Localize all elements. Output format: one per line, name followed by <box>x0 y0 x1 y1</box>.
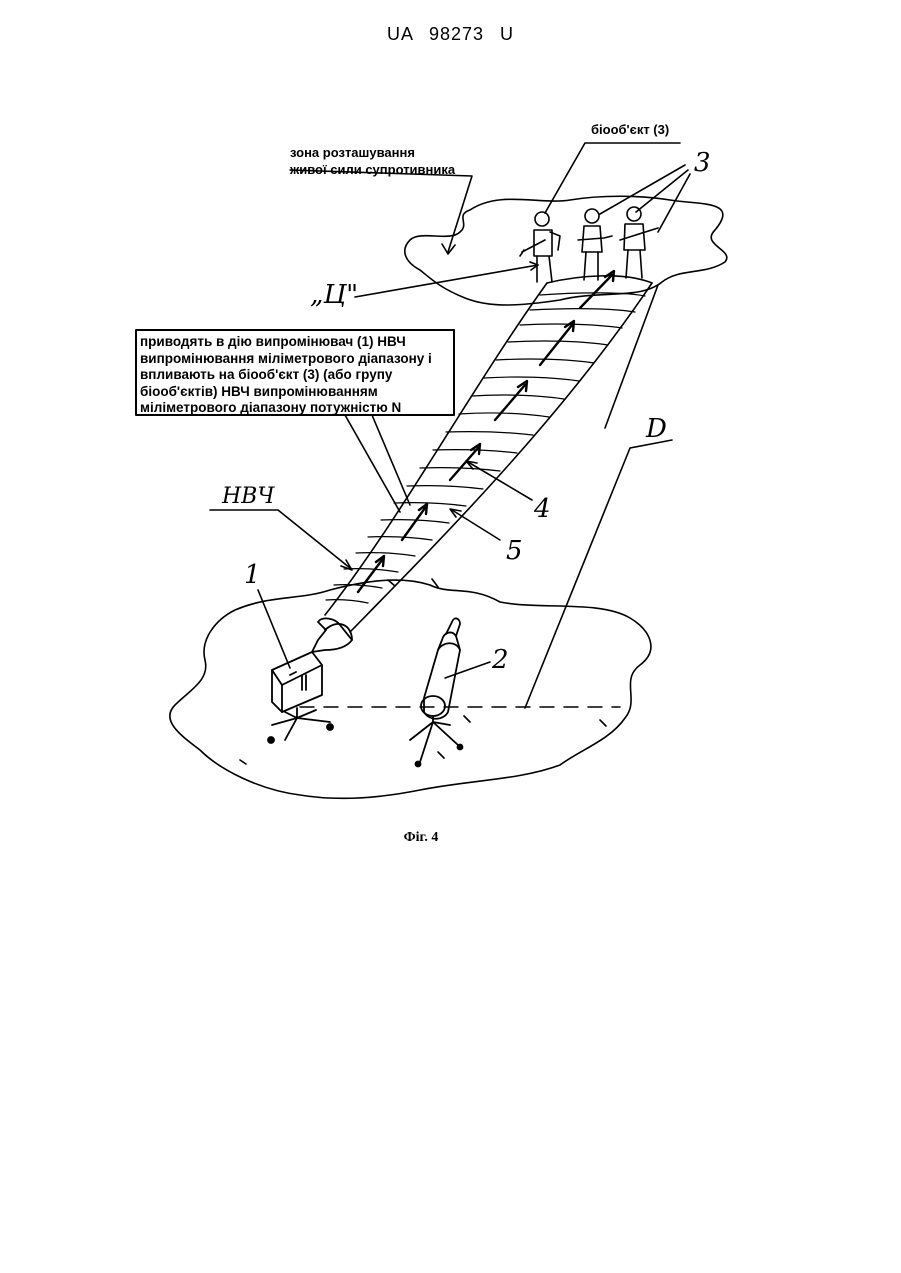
bioobject-leader-line <box>545 143 680 213</box>
hf-leader-line <box>210 510 350 568</box>
receiver-device <box>410 618 463 766</box>
target-ellipse <box>547 276 652 283</box>
num5-leader-line <box>452 510 500 540</box>
callout-leader-lines <box>345 415 410 512</box>
zone-leader-line <box>290 170 472 252</box>
zone-label-line1: зона розташування <box>290 144 455 161</box>
num1-leader-line <box>258 590 290 668</box>
hf-label: НВЧ <box>222 484 274 509</box>
number-1-label: 1 <box>244 560 261 590</box>
enemy-zone-outline <box>405 196 727 305</box>
zone-label-line2: живої сили супротивника <box>290 161 455 178</box>
target-leader-line <box>355 265 538 297</box>
number-3-label: 3 <box>694 148 711 178</box>
emitter-device <box>268 618 352 743</box>
distance-top-line <box>605 285 658 428</box>
num2-leader-line <box>445 662 490 678</box>
bioobject-label: біооб'єкт (3) <box>591 122 669 137</box>
distance-leader-line <box>525 440 672 708</box>
soldiers-group <box>520 207 658 282</box>
ground-zone-outline <box>170 580 651 798</box>
distance-label: D <box>646 414 667 444</box>
target-label: „Ц" <box>310 280 358 310</box>
num4-leader-line <box>468 462 532 500</box>
number-2-label: 2 <box>492 645 509 675</box>
callout-text: приводять в дію випромінювач (1) НВЧ вип… <box>140 334 440 417</box>
zone-label: зона розташування живої сили супротивник… <box>290 144 455 178</box>
number-4-label: 4 <box>534 494 551 524</box>
number-5-label: 5 <box>506 536 523 566</box>
num3-leader-lines <box>600 165 690 232</box>
figure-caption: Фіг. 4 <box>0 830 842 846</box>
